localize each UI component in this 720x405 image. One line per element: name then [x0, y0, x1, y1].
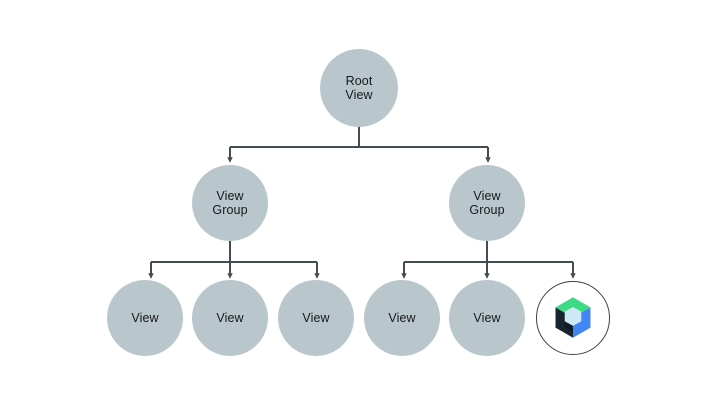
- node-view-2-label: View: [216, 311, 244, 325]
- node-root-view[interactable]: Root View: [320, 49, 398, 127]
- node-view-5[interactable]: View: [449, 280, 525, 356]
- node-compose[interactable]: [536, 281, 610, 355]
- node-view-group-left[interactable]: View Group: [192, 165, 268, 241]
- node-view-2[interactable]: View: [192, 280, 268, 356]
- node-view-group-right-label: View Group: [469, 189, 505, 217]
- node-view-5-label: View: [473, 311, 501, 325]
- node-view-1-label: View: [131, 311, 159, 325]
- node-view-group-left-label: View Group: [212, 189, 248, 217]
- node-view-group-right[interactable]: View Group: [449, 165, 525, 241]
- node-view-3[interactable]: View: [278, 280, 354, 356]
- node-root-view-label: Root View: [345, 74, 373, 102]
- node-view-1[interactable]: View: [107, 280, 183, 356]
- jetpack-compose-icon: [555, 297, 591, 338]
- node-view-3-label: View: [302, 311, 330, 325]
- node-view-4-label: View: [388, 311, 416, 325]
- node-view-4[interactable]: View: [364, 280, 440, 356]
